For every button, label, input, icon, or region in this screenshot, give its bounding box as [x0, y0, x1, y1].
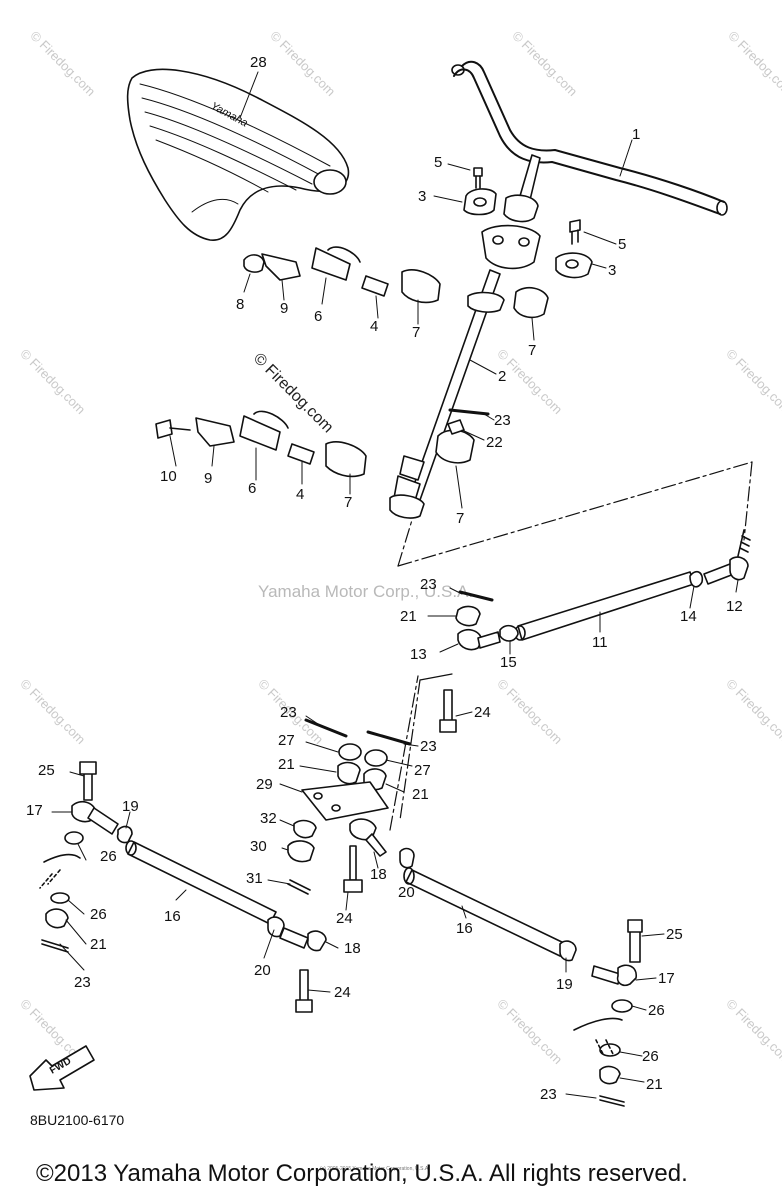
callout-label: 23: [74, 974, 91, 991]
callout-label: 26: [642, 1048, 659, 1065]
callout-label: 25: [666, 926, 683, 943]
callout-label: 30: [250, 838, 267, 855]
copyright-footer: ©2013 Yamaha Motor Corporation, U.S.A. A…: [36, 1160, 688, 1187]
callout-label: 21: [400, 608, 417, 625]
center-watermark: Yamaha Motor Corp., U.S.A.: [258, 582, 474, 601]
footer-small-text: (c) 2005-2015 Yamaha Motor Corporation, …: [320, 1166, 430, 1172]
callout-label: 7: [344, 494, 353, 511]
callout-label: 18: [344, 940, 361, 957]
callout-label: 7: [528, 342, 537, 359]
callout-label: 16: [164, 908, 181, 925]
callout-label: 7: [412, 324, 421, 341]
callout-label: 23: [420, 576, 437, 593]
callout-label: 17: [26, 802, 43, 819]
seat-part: Yamaha: [126, 68, 350, 241]
callout-label: 21: [278, 756, 295, 773]
callout-label: 19: [556, 976, 573, 993]
callout-label: 24: [474, 704, 491, 721]
callout-label: 24: [334, 984, 351, 1001]
upper-clamps: [463, 167, 593, 279]
callout-label: 13: [410, 646, 427, 663]
callout-label: 26: [648, 1002, 665, 1019]
bushing-part: [435, 429, 475, 464]
fwd-arrow-icon: FWD: [29, 1045, 95, 1091]
callout-label: 16: [456, 920, 473, 937]
callout-label: 19: [122, 798, 139, 815]
callout-label: 32: [260, 810, 277, 827]
left-upper-row: [243, 246, 441, 304]
callout-label: 12: [726, 598, 743, 615]
callout-label: 20: [398, 884, 415, 901]
callout-label: 5: [434, 154, 443, 171]
callout-label: 1: [632, 126, 641, 143]
callout-label: 26: [100, 848, 117, 865]
callout-label: 21: [412, 786, 429, 803]
callout-label: 3: [418, 188, 427, 205]
callout-label: 27: [278, 732, 295, 749]
callout-label: 23: [494, 412, 511, 429]
callout-label: 23: [540, 1086, 557, 1103]
callout-label: 2: [498, 368, 507, 385]
callout-label: 3: [608, 262, 617, 279]
callout-label: 27: [414, 762, 431, 779]
callout-label: 23: [280, 704, 297, 721]
callout-label: 10: [160, 468, 177, 485]
steering-column: [389, 269, 505, 519]
part-code: 8BU2100-6170: [30, 1112, 125, 1128]
callout-label: 9: [280, 300, 289, 317]
callout-label: 21: [646, 1076, 663, 1093]
callout-label: 23: [420, 738, 437, 755]
callout-label: 18: [370, 866, 387, 883]
left-lower-row: [155, 410, 367, 478]
callout-label: 15: [500, 654, 517, 671]
callout-label: 21: [90, 936, 107, 953]
callout-label: 4: [370, 318, 379, 335]
callout-label: 17: [658, 970, 675, 987]
callout-label: 20: [254, 962, 271, 979]
callout-label: 7: [456, 510, 465, 527]
callout-label: 24: [336, 910, 353, 927]
callout-label: 6: [314, 308, 323, 325]
callout-label: 22: [486, 434, 503, 451]
callout-label: 29: [256, 776, 273, 793]
callout-label: 6: [248, 480, 257, 497]
right-tie-rod: [403, 867, 643, 1107]
callout-label: 25: [38, 762, 55, 779]
callout-label: 14: [680, 608, 697, 625]
bushing-part: [513, 286, 549, 319]
callout-label: 31: [246, 870, 263, 887]
leader-lines: [51, 71, 739, 1099]
center-tie-rod: [455, 529, 751, 651]
callout-label: 8: [236, 296, 245, 313]
callout-label: 5: [618, 236, 627, 253]
callout-label: 4: [296, 486, 305, 503]
center-assembly: [287, 689, 457, 895]
left-tie-rod: [39, 761, 327, 1013]
handlebar-part: [451, 60, 728, 216]
callout-label: 9: [204, 470, 213, 487]
callout-label: 26: [90, 906, 107, 923]
callout-label: 11: [592, 634, 608, 651]
callout-label: 28: [250, 54, 267, 71]
